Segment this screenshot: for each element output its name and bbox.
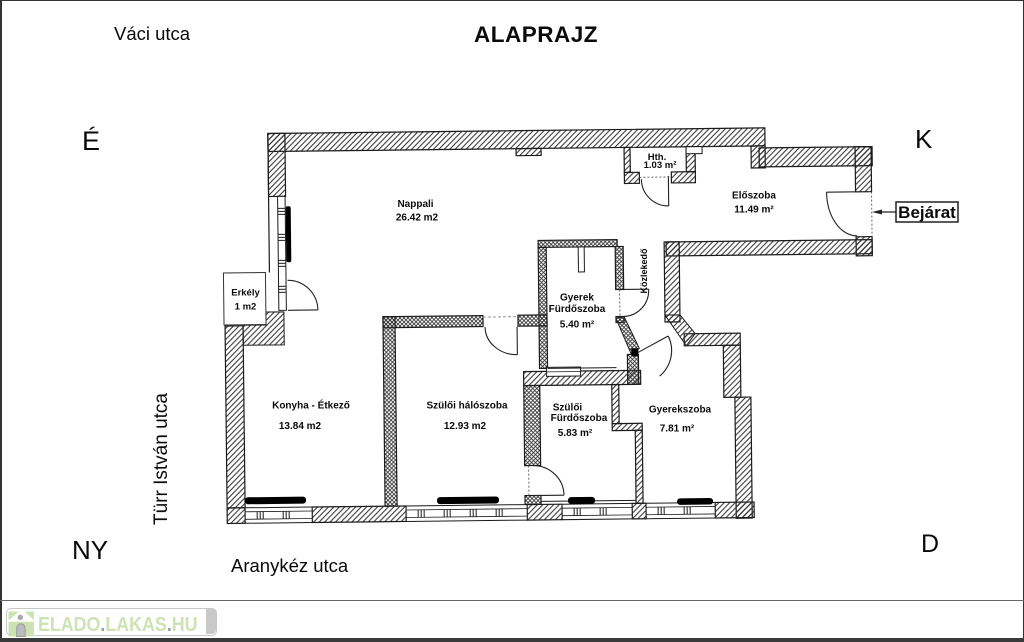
svg-text:5.83 m²: 5.83 m² [558, 428, 593, 439]
svg-text:Közlekedő: Közlekedő [639, 248, 649, 294]
svg-text:Fürdőszoba: Fürdőszoba [549, 304, 606, 315]
svg-text:Erkély: Erkély [231, 287, 260, 298]
svg-text:Fürdőszoba: Fürdőszoba [551, 413, 608, 424]
svg-text:5.40 m²: 5.40 m² [560, 320, 595, 331]
svg-text:Szülői hálószoba: Szülői hálószoba [426, 401, 508, 412]
svg-text:Gyerek: Gyerek [560, 293, 594, 304]
svg-text:Hth.: Hth. [648, 152, 666, 163]
svg-text:13.84 m2: 13.84 m2 [279, 421, 322, 432]
svg-text:Gyerekszoba: Gyerekszoba [649, 405, 712, 416]
svg-text:1.03 m²: 1.03 m² [644, 160, 677, 171]
svg-text:11.49 m²: 11.49 m² [734, 205, 774, 216]
svg-text:Szülői: Szülői [553, 403, 583, 414]
svg-text:Nappali: Nappali [397, 199, 433, 210]
svg-text:Konyha - Étkező: Konyha - Étkező [272, 399, 350, 412]
svg-text:Előszoba: Előszoba [732, 191, 776, 202]
svg-text:12.93 m2: 12.93 m2 [444, 421, 487, 432]
svg-text:26.42 m2: 26.42 m2 [396, 213, 439, 224]
svg-text:Bejárat: Bejárat [898, 203, 956, 222]
svg-text:7.81 m²: 7.81 m² [660, 424, 695, 435]
svg-text:1 m2: 1 m2 [235, 301, 257, 312]
